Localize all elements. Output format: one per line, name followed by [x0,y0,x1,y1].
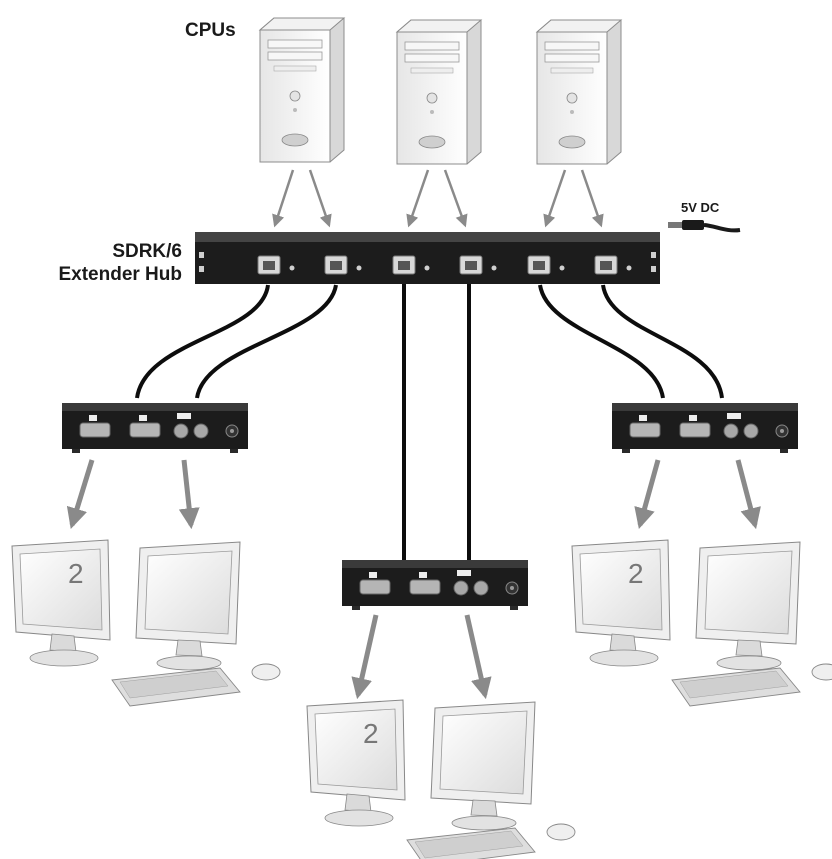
receiver-unit-icon [341,559,529,611]
cpus-label: CPUs [185,20,236,41]
pc-tower-icon [259,17,345,163]
lcd-monitor-icon [11,539,281,707]
hub-port [324,255,362,275]
workstation: 2 [11,539,281,707]
pc-tower-icon [536,19,622,165]
extender-hub-icon [195,232,660,284]
workstation: 2 [571,539,832,707]
workstation: 2 [306,699,576,859]
lcd-monitor-icon [306,699,576,859]
receiver-unit-icon [61,402,249,454]
hub-port [594,255,632,275]
screen-number-label: 2 [363,718,379,749]
pc-tower-icon [396,19,482,165]
power-adapter-icon [668,220,741,233]
lcd-monitor-icon [571,539,832,707]
receiver-unit-icon [611,402,799,454]
output-arrows [66,459,761,700]
cpu-to-hub-arrows [272,169,604,228]
hub-port [257,255,295,275]
screen-number-label: 2 [628,558,644,589]
screen-number-label: 2 [68,558,84,589]
power-label: 5V DC [681,200,720,215]
hub-port [459,255,497,275]
hub-port [527,255,565,275]
hub-label-line2: Extender Hub [58,264,182,285]
hub-port [392,255,430,275]
hub-label-line1: SDRK/6 [112,241,182,262]
cat5-cables [135,280,724,560]
